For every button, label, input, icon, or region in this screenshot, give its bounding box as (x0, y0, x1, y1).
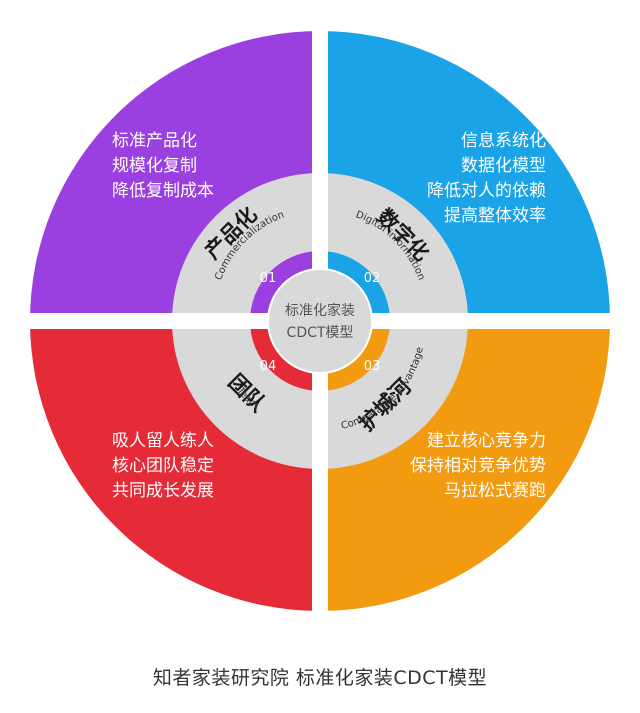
q3-line-2: 保持相对竞争优势 (410, 456, 546, 476)
num-03: 03 (364, 359, 381, 374)
num-01: 01 (260, 271, 277, 286)
figure-caption: 知者家装研究院 标准化家装CDCT模型 (152, 667, 488, 689)
q4-line-1: 吸人留人练人 (112, 431, 214, 451)
q2-line-2: 数据化模型 (461, 156, 546, 176)
q4-line-3: 共同成长发展 (112, 481, 214, 501)
num-04: 04 (260, 359, 277, 374)
q1-line-1: 标准产品化 (112, 131, 197, 151)
q3-line-3: 马拉松式赛跑 (444, 480, 546, 501)
q1-line-3: 降低复制成本 (112, 181, 214, 201)
q4-line-2: 核心团队稳定 (112, 456, 214, 476)
center-circle (267, 268, 373, 374)
q2-line-3: 降低对人的依赖 (427, 181, 546, 201)
q1-line-2: 规模化复制 (112, 156, 197, 176)
q2-line-4: 提高整体效率 (444, 206, 546, 226)
q3-line-1: 建立核心竞争力 (427, 431, 546, 451)
num-02: 02 (364, 271, 381, 286)
center-title: 标准化家装 (285, 302, 355, 319)
center-subtitle: CDCT模型 (287, 325, 354, 341)
q2-line-1: 信息系统化 (461, 131, 546, 151)
